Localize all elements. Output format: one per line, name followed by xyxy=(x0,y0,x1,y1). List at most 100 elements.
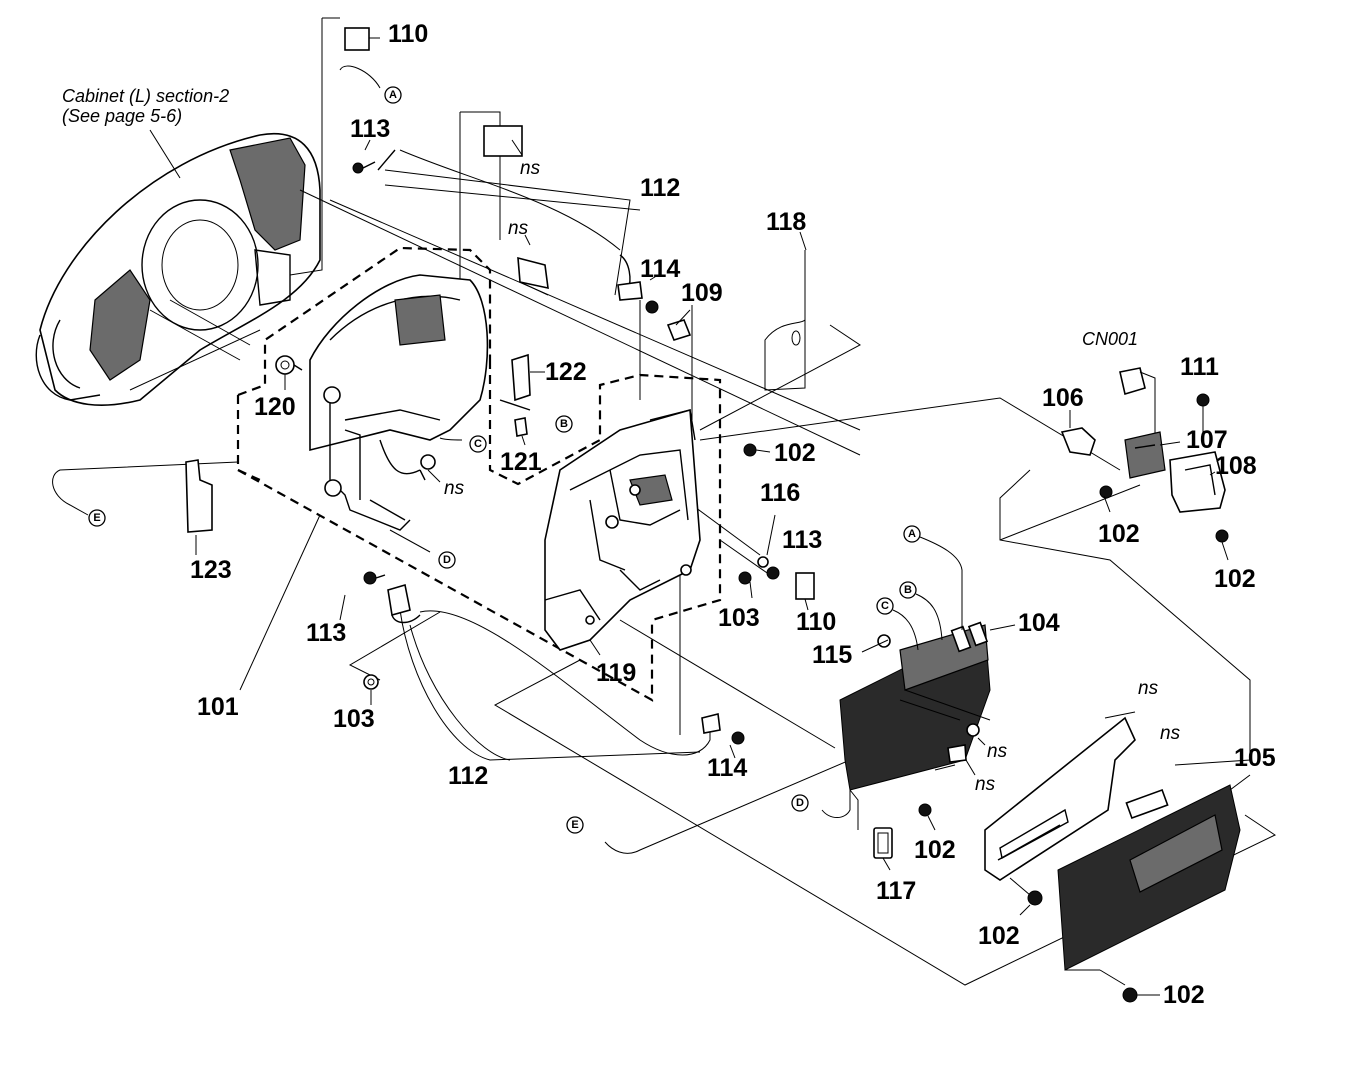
part-122-bracket xyxy=(499,353,531,411)
connector-B-left: B xyxy=(555,415,573,433)
part-115 xyxy=(877,634,891,648)
ns-label-3: ns xyxy=(444,478,465,499)
label-102-bottom: 102 xyxy=(1163,981,1205,1009)
ns-label-4: ns xyxy=(1138,678,1159,699)
label-110-top: 110 xyxy=(388,20,428,48)
part-102-screw-bottom xyxy=(1122,987,1138,1003)
part-108 xyxy=(1169,451,1226,513)
label-103-left: 103 xyxy=(333,705,375,733)
part-117 xyxy=(873,827,893,859)
connector-D-right: D xyxy=(791,794,809,812)
part-103-screw-left xyxy=(363,674,379,690)
part-102-screw-r2 xyxy=(1215,529,1229,543)
part-121-bracket xyxy=(514,417,528,437)
label-107: 107 xyxy=(1186,426,1228,454)
ns-tag-center xyxy=(517,256,549,296)
cabinet-caption: Cabinet (L) section-2 (See page 5-6) xyxy=(62,86,229,179)
ns-label-5: ns xyxy=(1160,723,1181,744)
part-labels: 110 113 112 118 114 109 122 120 121 102 … xyxy=(190,20,1276,1009)
label-120: 120 xyxy=(254,393,296,421)
part-103-screw-center xyxy=(738,571,752,585)
label-108: 108 xyxy=(1215,452,1257,480)
ns-board-ring xyxy=(966,723,980,737)
label-106: 106 xyxy=(1042,384,1084,412)
part-114-screw-upper xyxy=(645,300,659,314)
frame-left xyxy=(309,274,489,531)
svg-text:B: B xyxy=(904,584,912,596)
ns-labels: ns ns ns ns ns ns ns xyxy=(444,158,1181,795)
label-102-r1: 102 xyxy=(1098,520,1140,548)
ns-label-1: ns xyxy=(520,158,541,179)
part-110-top xyxy=(344,27,380,51)
label-122: 122 xyxy=(545,358,587,386)
label-102-shield: 102 xyxy=(978,922,1020,950)
part-105-board xyxy=(1057,784,1241,971)
part-123-strip xyxy=(185,459,213,533)
part-111-screw xyxy=(1196,393,1210,440)
frame-center xyxy=(544,408,701,651)
svg-text:E: E xyxy=(571,819,578,831)
label-114-top: 114 xyxy=(640,255,680,283)
label-cn001: CN001 xyxy=(1082,329,1138,349)
cabinet-section xyxy=(35,133,321,406)
ns-sheet-upper xyxy=(483,125,523,157)
label-111: 111 xyxy=(1180,353,1219,381)
ns-label-7: ns xyxy=(975,774,996,795)
part-112-clip-upper xyxy=(617,254,643,301)
part-116 xyxy=(757,556,769,568)
connector-E-lower: E xyxy=(566,816,584,834)
part-112-clip-lower xyxy=(387,583,421,624)
part-109 xyxy=(666,319,692,341)
svg-text:E: E xyxy=(93,512,100,524)
caption-line1: Cabinet (L) section-2 xyxy=(62,86,229,106)
label-109: 109 xyxy=(681,279,723,307)
svg-text:A: A xyxy=(908,528,916,540)
connector-A-right: A xyxy=(903,525,963,630)
label-105: 105 xyxy=(1234,744,1276,772)
leader-lines xyxy=(195,139,1251,996)
connector-E-left: E xyxy=(88,509,106,527)
part-118-plate xyxy=(791,330,801,346)
part-102-screw-center xyxy=(743,443,757,457)
label-102-center: 102 xyxy=(774,439,816,467)
svg-text:D: D xyxy=(443,554,451,566)
part-102-screw-r1 xyxy=(1099,485,1113,499)
part-cn001 xyxy=(1119,367,1156,450)
assembly-101-outline xyxy=(236,246,722,702)
ns-label-2: ns xyxy=(508,218,529,239)
svg-text:C: C xyxy=(474,438,482,450)
connector-A-top: A xyxy=(384,86,402,104)
part-106 xyxy=(1060,427,1096,456)
svg-text:A: A xyxy=(389,89,397,101)
label-121: 121 xyxy=(500,448,542,476)
ns-frame-bracket xyxy=(419,454,436,481)
label-113-center: 113 xyxy=(782,526,822,554)
label-104: 104 xyxy=(1018,609,1060,637)
part-107 xyxy=(1124,431,1166,479)
label-102-board: 102 xyxy=(914,836,956,864)
label-123: 123 xyxy=(190,556,232,584)
svg-text:D: D xyxy=(796,797,804,809)
part-102-screw-shield xyxy=(1027,890,1043,906)
part-113-screw-a xyxy=(352,149,396,174)
label-118: 118 xyxy=(766,208,806,236)
label-113-top: 113 xyxy=(350,115,390,143)
label-102-r2: 102 xyxy=(1214,565,1256,593)
label-119: 119 xyxy=(596,659,636,687)
part-110-center xyxy=(795,572,815,600)
part-114-screw-lower xyxy=(701,713,745,745)
label-110-center: 110 xyxy=(796,608,836,636)
caption-line2: (See page 5-6) xyxy=(62,106,182,126)
connector-C-right: C xyxy=(876,597,919,651)
part-113-screw-c xyxy=(766,566,780,580)
svg-text:C: C xyxy=(881,600,889,612)
label-113-left: 113 xyxy=(306,619,346,647)
ns-label-6: ns xyxy=(987,741,1008,762)
label-114-lower: 114 xyxy=(707,754,747,782)
label-101: 101 xyxy=(197,693,239,721)
ns-shield-plate xyxy=(984,711,1136,881)
connector-B-right: B xyxy=(899,581,943,641)
label-115: 115 xyxy=(812,641,852,669)
connector-D-left: D xyxy=(438,551,456,569)
